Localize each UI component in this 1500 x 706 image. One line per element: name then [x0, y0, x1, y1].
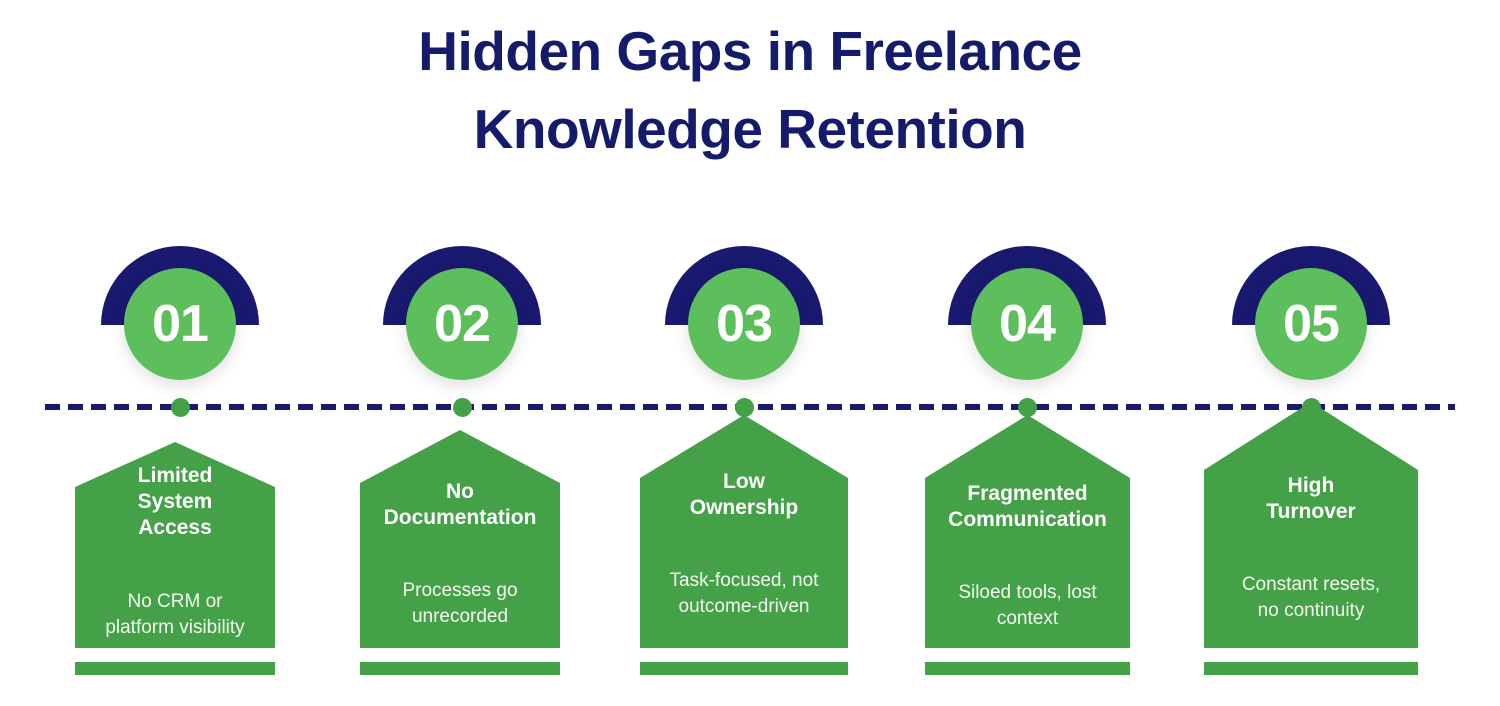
step-card-title-4-line-1: Fragmented [967, 482, 1088, 505]
step-card-title-2-line-1: No [446, 480, 474, 503]
step-card-desc-5-line-2: no continuity [1257, 600, 1365, 621]
timeline-dot-3 [734, 398, 754, 417]
step-card-title-1-line-2: System [137, 490, 213, 513]
step-card-title-3-line-1: Low [723, 470, 765, 493]
step-card-desc-2-line-1: Processes go [402, 580, 518, 601]
step-card-roof-2 [360, 430, 560, 483]
step-card-bar-2 [360, 662, 560, 675]
step-card-1[interactable]: Limited System Access No CRM or platform… [75, 442, 275, 648]
step-card-bar-5 [1204, 662, 1418, 675]
step-card-title-5-line-2: Turnover [1266, 500, 1356, 523]
timeline-dot-2 [452, 398, 472, 417]
milestone-circle-3: 03 [688, 268, 800, 380]
milestone-number-3: 03 [716, 295, 773, 353]
step-card-4[interactable]: Fragmented Communication Siloed tools, l… [925, 415, 1130, 648]
milestone-circle-5: 05 [1255, 268, 1367, 380]
step-card-title-2-line-2: Documentation [383, 506, 537, 529]
timeline-dot-1 [170, 398, 190, 417]
step-card-desc-2-line-2: unrecorded [411, 606, 509, 627]
step-card-desc-5-line-1: Constant resets, [1241, 574, 1381, 595]
milestone-number-4: 04 [999, 295, 1056, 353]
page-title: Hidden Gaps in Freelance Knowledge Reten… [0, 12, 1500, 168]
step-card-title-1-line-1: Limited [137, 464, 213, 487]
step-card-3[interactable]: Low Ownership Task-focused, not outcome-… [640, 415, 848, 648]
step-card-bar-4 [925, 662, 1130, 675]
milestone-circle-1: 01 [124, 268, 236, 380]
timeline-dot-4 [1017, 398, 1037, 417]
page-title-line-1: Hidden Gaps in Freelance [418, 20, 1082, 82]
step-card-title-1-line-3: Access [138, 516, 212, 539]
step-card-desc-3-line-2: outcome-driven [678, 596, 810, 617]
step-card-desc-1-line-2: platform visibility [105, 617, 245, 638]
step-card-text-5: High Turnover Constant resets, no contin… [1204, 473, 1418, 624]
milestone-circle-4: 04 [971, 268, 1083, 380]
step-card-2[interactable]: No Documentation Processes go unrecorded [360, 430, 560, 648]
step-card-text-1: Limited System Access No CRM or platform… [75, 463, 275, 641]
milestone-number-1: 01 [152, 295, 209, 353]
step-card-text-3: Low Ownership Task-focused, not outcome-… [640, 469, 848, 620]
step-card-desc-4-line-1: Siloed tools, lost [958, 582, 1097, 603]
step-card-text-2: No Documentation Processes go unrecorded [360, 479, 560, 630]
milestone-circle-2: 02 [406, 268, 518, 380]
step-card-title-3-line-2: Ownership [689, 496, 799, 519]
milestone-number-2: 02 [434, 295, 491, 353]
step-card-title-5-line-1: High [1287, 474, 1335, 497]
step-card-text-4: Fragmented Communication Siloed tools, l… [925, 481, 1130, 632]
step-card-title-4-line-2: Communication [948, 508, 1107, 531]
step-card-desc-3-line-1: Task-focused, not [669, 570, 819, 591]
step-card-bar-3 [640, 662, 848, 675]
step-card-bar-1 [75, 662, 275, 675]
step-card-5[interactable]: High Turnover Constant resets, no contin… [1204, 402, 1418, 648]
page-title-line-2: Knowledge Retention [473, 98, 1027, 160]
step-card-roof-4 [925, 415, 1130, 478]
milestone-number-5: 05 [1283, 295, 1340, 353]
step-card-desc-1-line-1: No CRM or [127, 591, 223, 612]
timeline-dot-5 [1301, 398, 1321, 417]
step-card-desc-4-line-2: context [996, 608, 1059, 629]
